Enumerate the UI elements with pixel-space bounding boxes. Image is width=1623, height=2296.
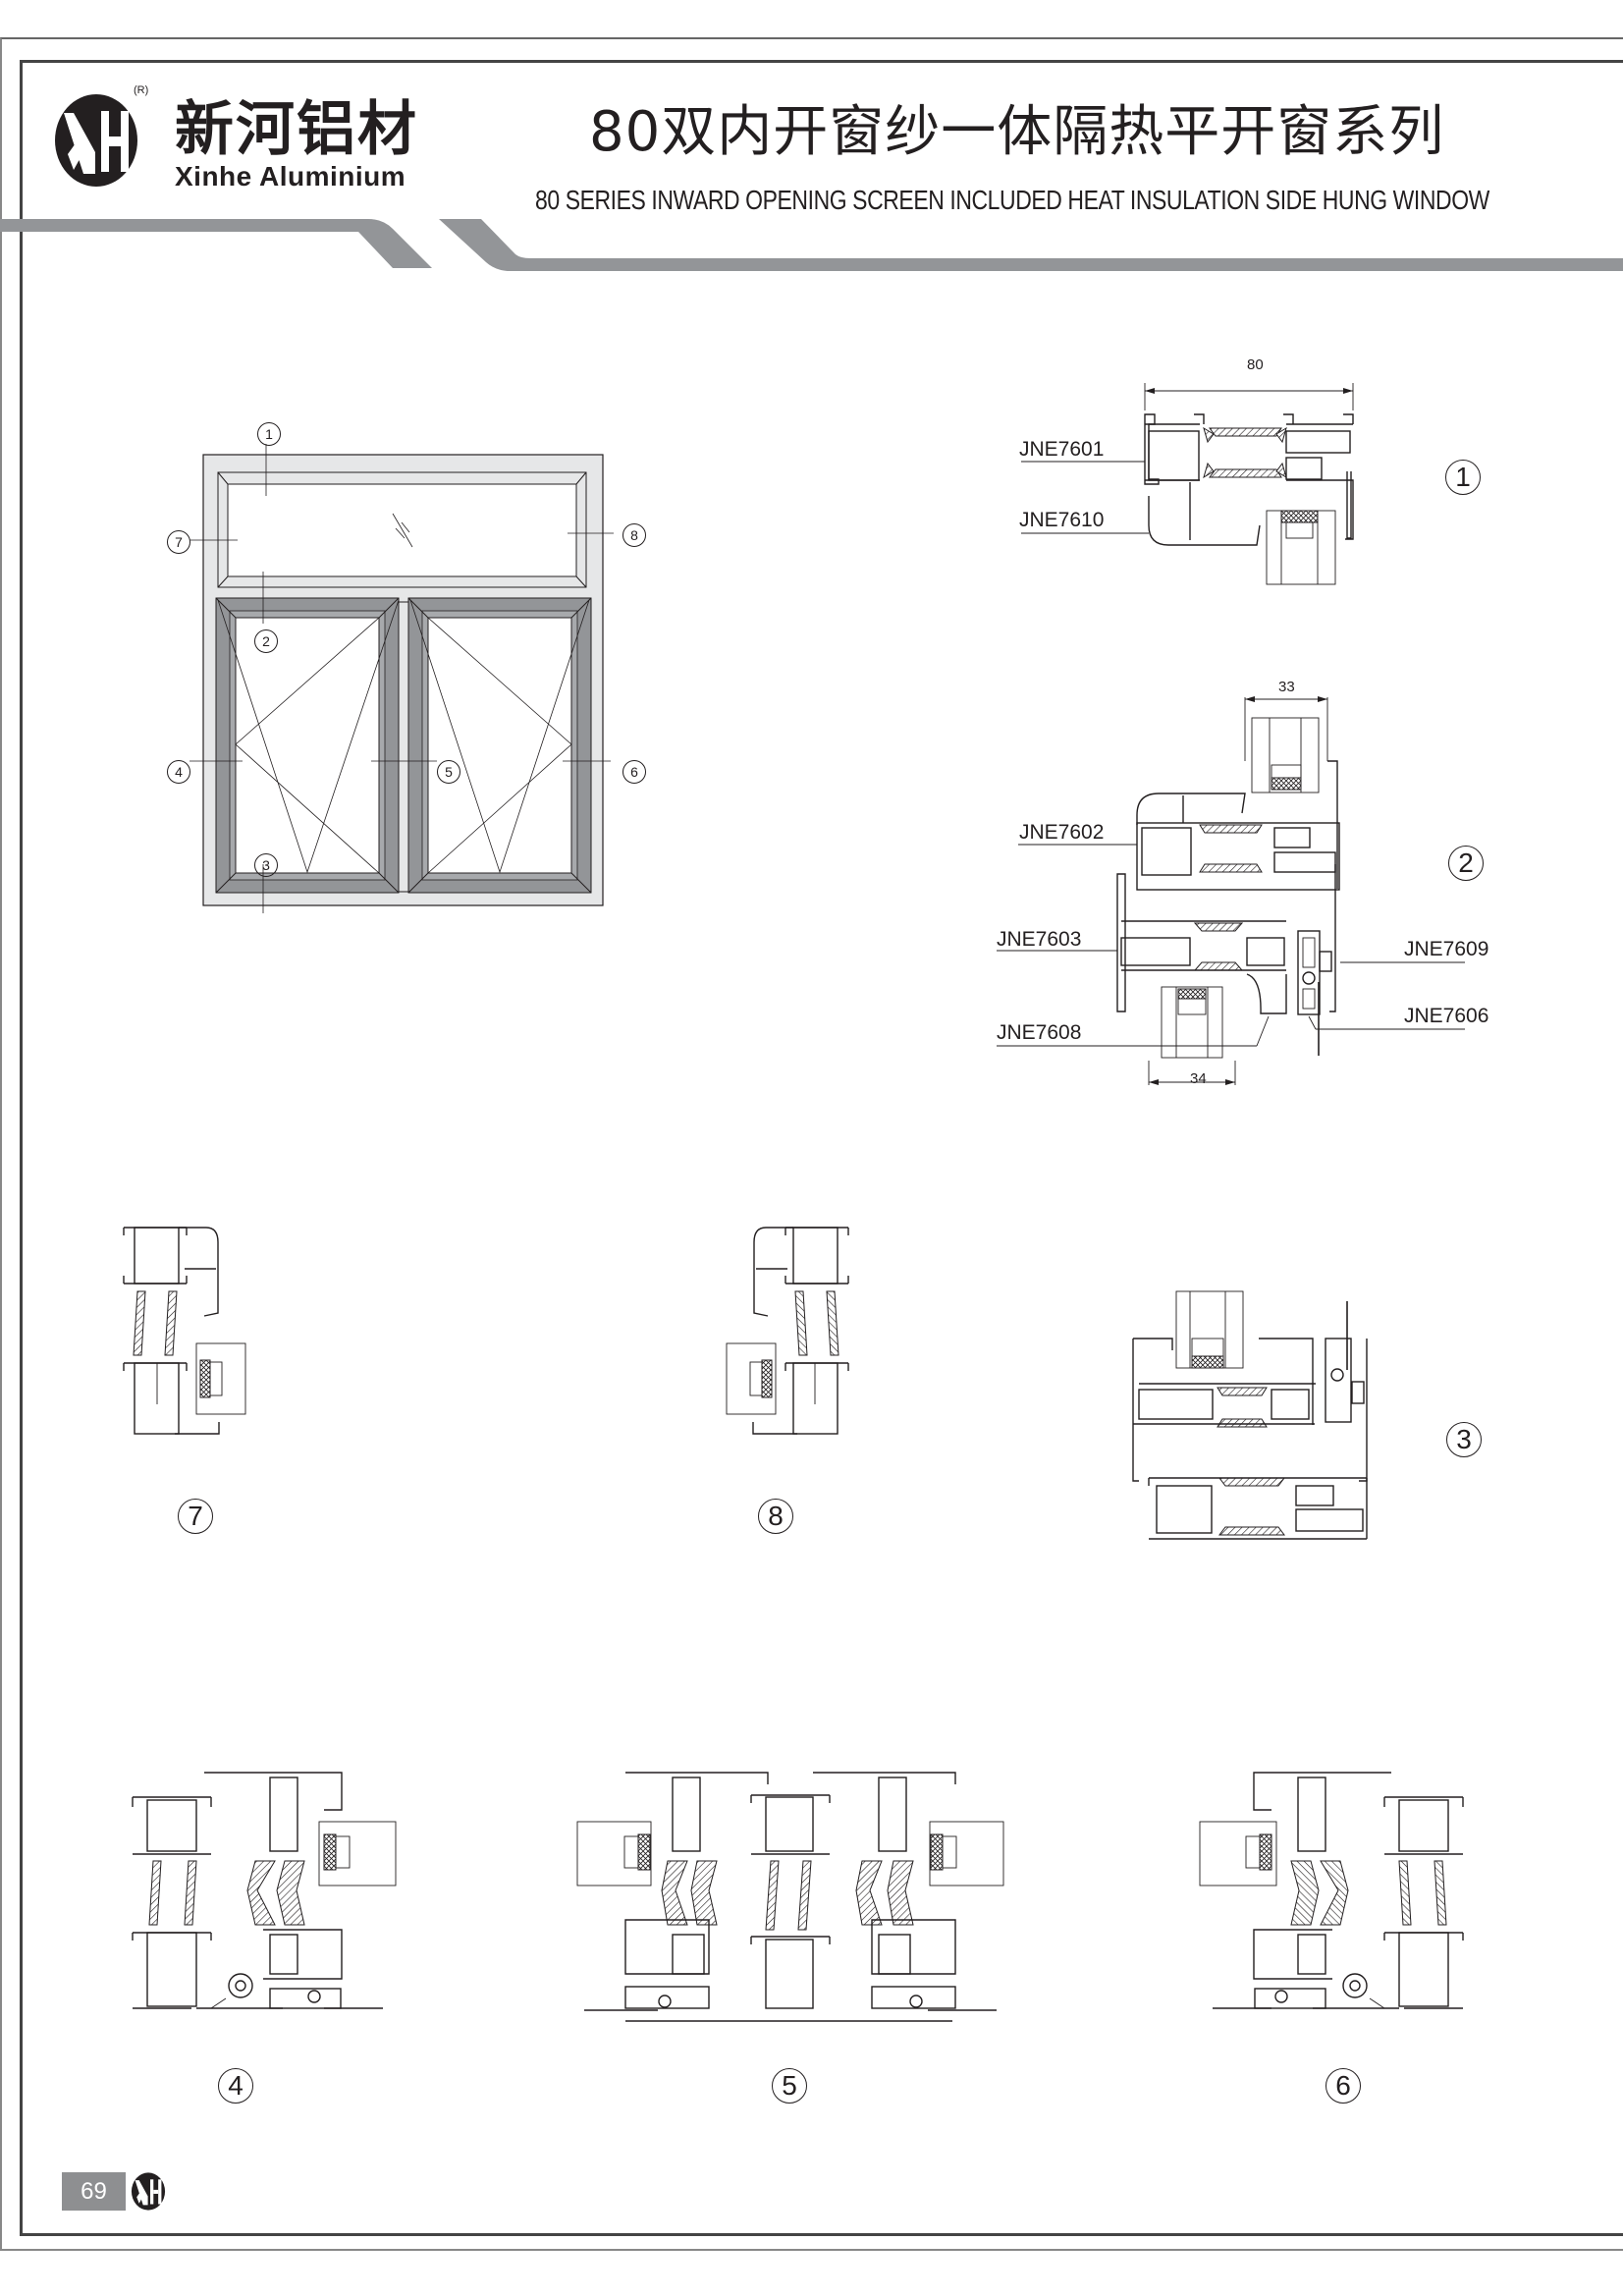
dimension-34: 34	[1190, 1070, 1207, 1087]
page-number: 69	[62, 2172, 126, 2211]
section-number-text: 4	[228, 2070, 243, 2101]
section-number-3: 3	[1446, 1422, 1482, 1457]
elevation-callout-4: 4	[167, 760, 190, 784]
elevation-callout-5: 5	[437, 760, 460, 784]
elevation-callout-7: 7	[167, 530, 190, 554]
section-1-profile-drawing	[1021, 383, 1354, 585]
section-number-8: 8	[758, 1499, 793, 1534]
section-number-7: 7	[178, 1499, 213, 1534]
page-title-cn: 80双内开窗纱一体隔热平开窗系列	[589, 100, 1445, 164]
part-label-jne7602: JNE7602	[1019, 821, 1105, 844]
section-number-text: 2	[1458, 847, 1474, 878]
callout-number: 5	[445, 764, 453, 780]
brand-name-en: Xinhe Aluminium	[175, 161, 406, 191]
callout-number: 2	[262, 633, 270, 649]
page-inner-border	[20, 60, 1623, 2236]
part-label-jne7603: JNE7603	[997, 928, 1082, 951]
callout-number: 7	[175, 534, 183, 550]
section-number-text: 8	[768, 1501, 784, 1531]
callout-number: 8	[630, 527, 638, 543]
callout-number: 3	[262, 857, 270, 873]
section-number-5: 5	[772, 2068, 807, 2104]
elevation-callout-2: 2	[254, 629, 278, 653]
header-decorative-band	[0, 219, 1623, 271]
part-label-jne7601: JNE7601	[1019, 438, 1105, 461]
page-title-en: 80 SERIES INWARD OPENING SCREEN INCLUDED…	[535, 185, 1489, 215]
section-7-profile-drawing	[123, 1227, 246, 1435]
footer-xh-logo-icon	[131, 2172, 166, 2211]
section-number-4: 4	[218, 2068, 253, 2104]
dimension-80: 80	[1247, 356, 1264, 373]
section-8-profile-drawing	[726, 1227, 849, 1435]
callout-number: 4	[175, 764, 183, 780]
section-number-text: 6	[1335, 2070, 1351, 2101]
section-number-6: 6	[1325, 2068, 1361, 2104]
part-label-jne7609: JNE7609	[1404, 938, 1489, 960]
section-number-text: 5	[782, 2070, 797, 2101]
section-4-profile-drawing	[132, 1772, 397, 2009]
elevation-callout-8: 8	[622, 523, 646, 547]
dimension-33: 33	[1278, 679, 1295, 695]
part-label-jne7610: JNE7610	[1019, 509, 1105, 531]
section-6-profile-drawing	[1199, 1772, 1464, 2009]
callout-number: 1	[265, 426, 273, 442]
section-3-profile-drawing	[1132, 1290, 1368, 1540]
elevation-callout-1: 1	[257, 422, 281, 446]
section-2-profile-drawing	[997, 696, 1465, 1085]
registered-mark-letter: R	[136, 84, 145, 96]
section-5-profile-drawing	[576, 1772, 1004, 2022]
brand-name-cn: 新河铝材	[175, 95, 418, 164]
part-label-jne7608: JNE7608	[997, 1021, 1082, 1044]
page-outer-border	[0, 37, 1623, 2251]
elevation-callout-6: 6	[622, 760, 646, 784]
section-number-1: 1	[1445, 460, 1481, 495]
part-label-jne7606: JNE7606	[1404, 1005, 1489, 1027]
callout-number: 6	[630, 764, 638, 780]
section-number-2: 2	[1448, 846, 1484, 881]
xh-logo-icon	[55, 94, 137, 187]
window-elevation-drawing	[189, 444, 614, 913]
elevation-callout-3: 3	[254, 853, 278, 877]
section-number-text: 7	[188, 1501, 203, 1531]
section-number-text: 1	[1455, 462, 1471, 492]
registered-mark: (R)	[134, 84, 149, 96]
section-number-text: 3	[1456, 1424, 1472, 1454]
